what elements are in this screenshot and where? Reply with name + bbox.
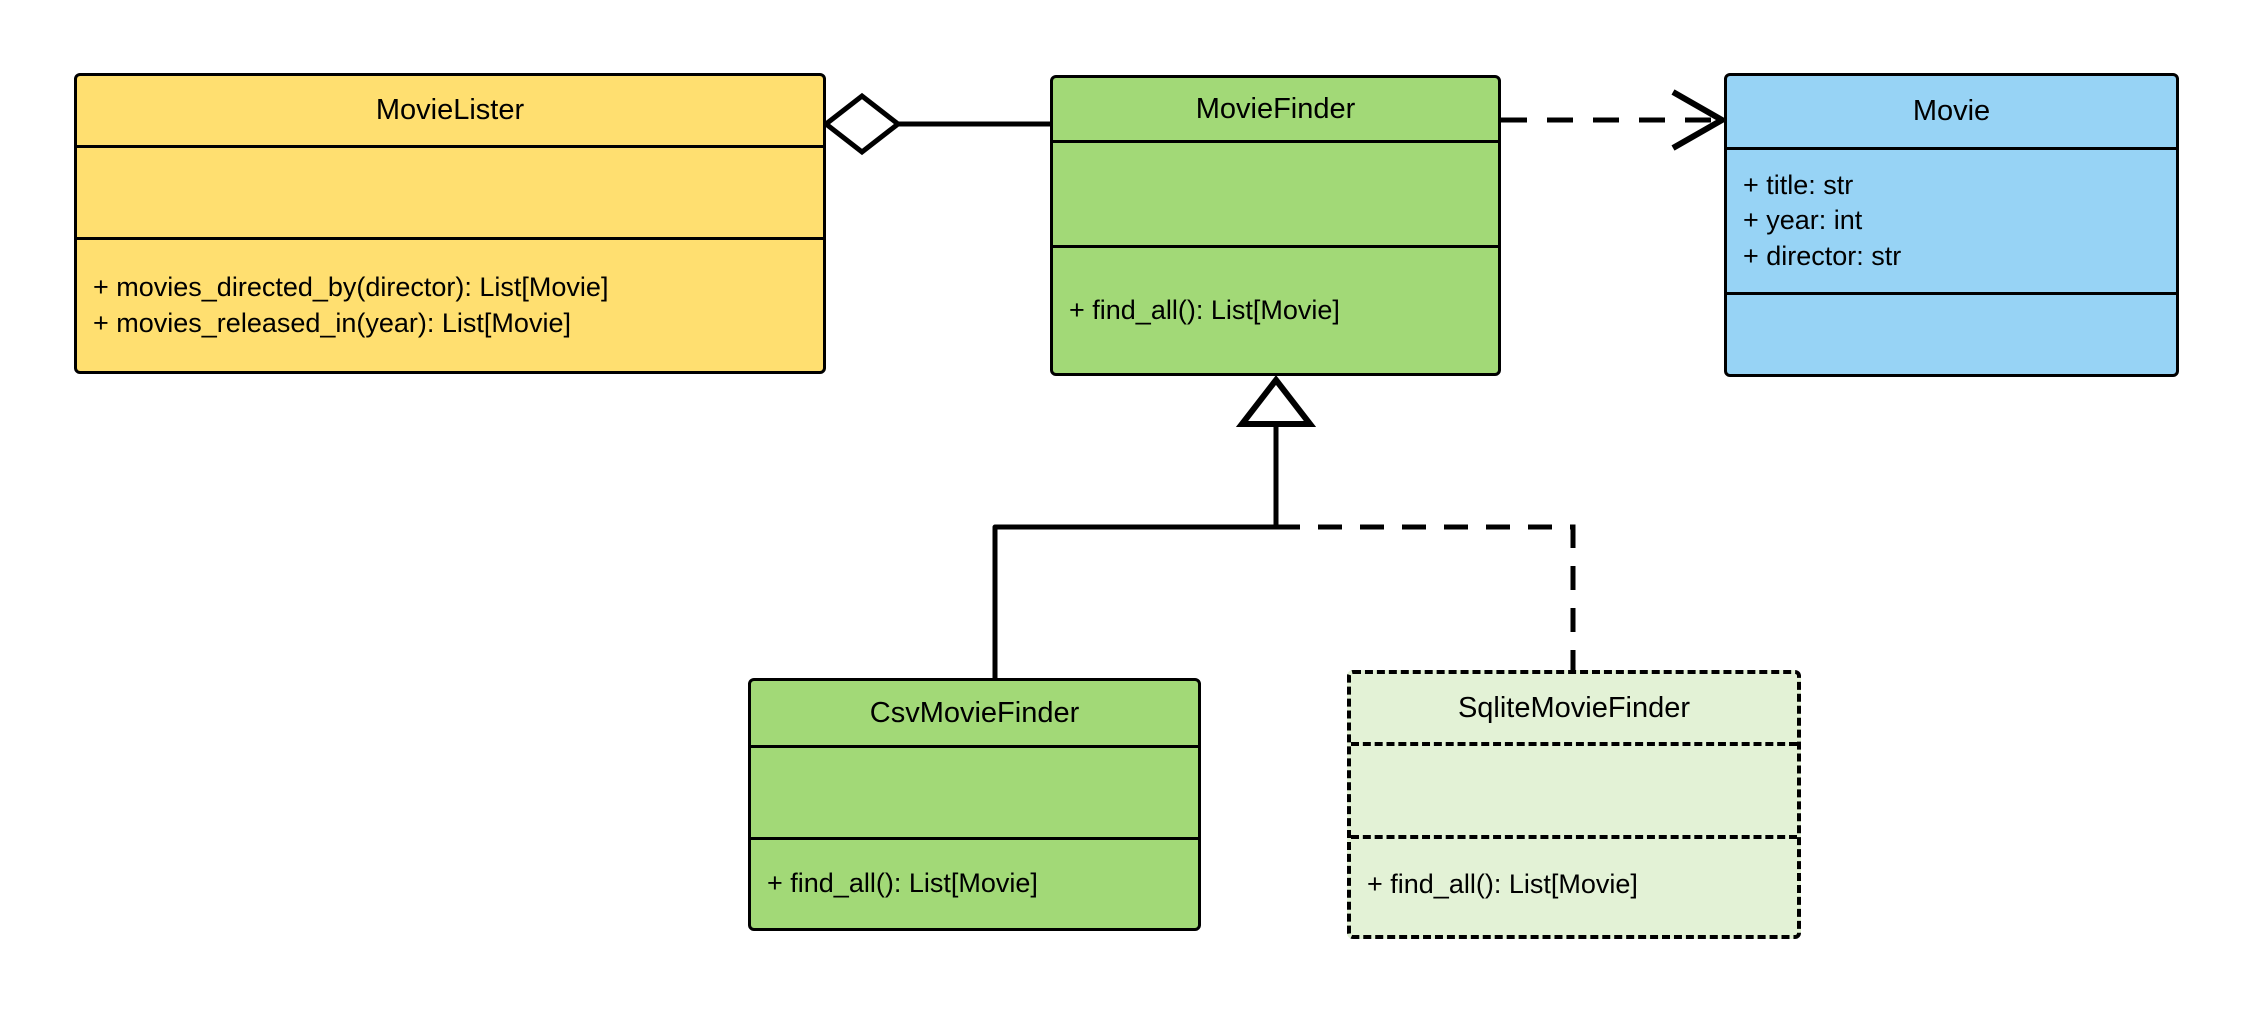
- class-box-moviefinder[interactable]: MovieFinder + find_all(): List[Movie]: [1050, 75, 1501, 376]
- attributes-compartment-csvmoviefinder: [751, 745, 1198, 837]
- attribute-row: + director: str: [1743, 240, 1902, 271]
- method-row: + movies_released_in(year): List[Movie]: [93, 307, 571, 338]
- attributes-compartment-movie: + title: str + year: int + director: str: [1727, 147, 2176, 292]
- relationship-inheritance-sqlitemoviefinder-moviefinder: [1276, 524, 1576, 672]
- class-box-movie[interactable]: Movie + title: str + year: int + directo…: [1724, 73, 2179, 377]
- relationship-generalization-stem: [1235, 375, 1317, 527]
- relationship-inheritance-csvmoviefinder-moviefinder: [992, 524, 1276, 678]
- class-box-sqlitemoviefinder[interactable]: SqliteMovieFinder + find_all(): List[Mov…: [1347, 670, 1801, 939]
- class-box-movielister[interactable]: MovieLister + movies_directed_by(directo…: [74, 73, 826, 374]
- attributes-compartment-sqlitemoviefinder: [1351, 742, 1797, 835]
- method-row: + find_all(): List[Movie]: [767, 868, 1038, 899]
- relationship-dependency-moviefinder-movie: [1501, 89, 1729, 151]
- class-name-sqlitemoviefinder: SqliteMovieFinder: [1457, 691, 1691, 724]
- class-name-movie: Movie: [1912, 95, 1991, 127]
- methods-compartment-movielister: + movies_directed_by(director): List[Mov…: [77, 237, 823, 371]
- hollow-diamond-icon: [821, 92, 903, 156]
- inheritance-line-csv: [992, 524, 1276, 678]
- methods-compartment-csvmoviefinder: + find_all(): List[Movie]: [751, 837, 1198, 928]
- methods-compartment-sqlitemoviefinder: + find_all(): List[Movie]: [1351, 835, 1797, 931]
- inheritance-line-sqlite: [1276, 524, 1576, 672]
- class-box-csvmoviefinder[interactable]: CsvMovieFinder + find_all(): List[Movie]: [748, 678, 1201, 931]
- method-row: + movies_directed_by(director): List[Mov…: [93, 271, 609, 302]
- method-row: + find_all(): List[Movie]: [1069, 294, 1340, 325]
- attribute-row: + title: str: [1743, 169, 1854, 200]
- class-name-movielister: MovieLister: [375, 94, 525, 126]
- methods-compartment-moviefinder: + find_all(): List[Movie]: [1053, 245, 1498, 373]
- hollow-triangle-icon: [1235, 375, 1317, 427]
- relationship-aggregation-movielister-moviefinder: [821, 92, 1050, 156]
- methods-compartment-movie: [1727, 292, 2176, 374]
- attributes-compartment-movielister: [77, 145, 823, 237]
- open-arrow-icon: [1671, 89, 1729, 151]
- class-name-moviefinder: MovieFinder: [1195, 92, 1356, 125]
- method-row: + find_all(): List[Movie]: [1367, 869, 1638, 900]
- class-name-csvmoviefinder: CsvMovieFinder: [869, 696, 1080, 729]
- attributes-compartment-moviefinder: [1053, 140, 1498, 245]
- attribute-row: + year: int: [1743, 205, 1863, 236]
